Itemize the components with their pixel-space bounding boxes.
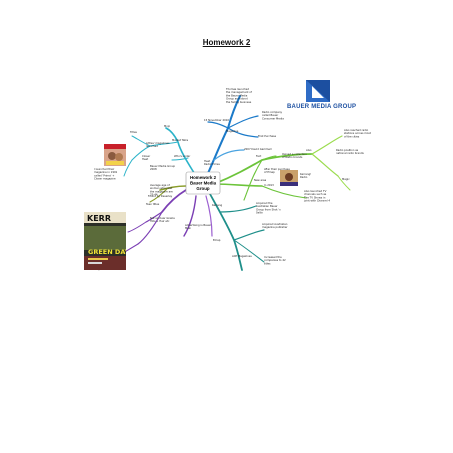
svg-text:KERR: KERR <box>87 214 111 223</box>
central-line: Group <box>196 186 209 191</box>
node-label-who: Who's under <box>174 154 191 158</box>
node-label-radio-station: Radio position as <box>336 148 359 152</box>
node-label-closer: Heat <box>142 157 148 161</box>
node-label-fact: Fact <box>256 154 261 158</box>
node-label-magic: stations across most <box>344 131 371 135</box>
node-label-kerrang: Kerrang <box>212 203 222 207</box>
node-label-audience: women who read <box>150 186 173 190</box>
node-label-women: I launched their <box>94 167 115 171</box>
node-label-takeover: Thomas launched <box>226 87 249 91</box>
node-label-takeover: the Bauer Media <box>226 93 248 97</box>
node-label-owns: of Radio brands <box>282 155 303 159</box>
node-label-teen: Teen titles <box>146 202 160 206</box>
node-label-grazia: Hills + Hair etc <box>150 219 170 223</box>
node-label-bauer-radio: 2008 <box>150 167 157 171</box>
node-label-closer: Closer <box>142 154 151 158</box>
node-label-first-purchase: First Purchase <box>258 134 276 138</box>
node-label-audience: 25-44 <box>150 193 158 197</box>
node-label-emap: Emap <box>213 238 221 242</box>
node-label-radio-co: Radio company <box>262 110 283 114</box>
node-label-launched: Littles' magazines <box>146 141 170 145</box>
node-label-kerrang-radio: Kerrang! <box>300 172 311 176</box>
node-label-titles-uk: Titles <box>130 130 138 134</box>
node-label-radio-co: Consumer Media <box>262 116 284 120</box>
node-label-tv: joint with Channel 4 <box>303 199 330 203</box>
radio-cover-image <box>280 170 298 186</box>
node-label-takeover: Group and stood <box>226 97 248 101</box>
node-label-women: called 'Prima' + <box>94 173 114 177</box>
node-label-takeover: the family business <box>226 100 252 104</box>
page-title: Homework 2 <box>202 38 251 47</box>
bauer-logo <box>284 79 357 122</box>
node-label-magic: Also reached radio <box>344 128 369 132</box>
node-label-magic: of the cities <box>344 134 360 138</box>
node-label-magazine: Magazine <box>226 129 239 133</box>
node-label-mother-baby: Radio Times <box>204 162 220 166</box>
node-label-nov2010: 15 November 2010 <box>204 118 229 122</box>
node-label-publication: Advertising is Bauer <box>185 223 212 227</box>
node-label-nz: companies to 42 <box>264 258 286 262</box>
node-label-audience: the magazine are <box>150 189 173 193</box>
bauer-logo-mark <box>306 80 330 102</box>
node-label-network: New area <box>254 178 267 182</box>
node-label-kerrang-radio: Radio <box>300 175 308 179</box>
node-label-in-2013: In 2013 <box>264 183 274 187</box>
node-label-tv: channels such as <box>304 192 327 196</box>
node-label-publication: Main <box>185 226 192 230</box>
node-label-radio-station: national radio brands <box>336 151 364 155</box>
node-label-grazia: Not so clear Grazia <box>150 216 175 220</box>
node-label-acquired: Group from Shot 'n <box>256 207 281 211</box>
node-label-acquired: Sellin <box>256 211 263 215</box>
central-line: Bauer Media <box>190 181 217 186</box>
node-label-tv: Also launched TV <box>304 189 327 193</box>
node-label-mother-baby: Heat <box>204 159 210 163</box>
node-label-2007: 2007 David Gammell <box>244 147 272 151</box>
node-label-main-site: After their purchase <box>264 167 290 171</box>
node-label-nz: Increased the <box>264 255 282 259</box>
closer-magazine-cover <box>104 144 126 166</box>
node-label-women: magazine in 1991 <box>94 170 118 174</box>
node-label-radio-co: called Bauer <box>262 113 279 117</box>
node-label-audience: Average age of <box>150 183 170 187</box>
node-label-acquired-aus: Acquired Australian <box>262 222 288 226</box>
svg-text:GREEN DAY: GREEN DAY <box>88 248 126 256</box>
node-label-also: Also <box>306 148 312 152</box>
node-label-mojo: Mojo <box>164 124 171 128</box>
node-label-tv: The TV Shows in <box>304 195 326 199</box>
node-label-acquired: Acquired the <box>256 201 273 205</box>
node-label-takeover: the management of <box>226 90 252 94</box>
central-topic: Homework 2 Bauer Media Group <box>185 171 221 195</box>
node-label-main-site: of Emap <box>264 170 275 174</box>
node-label-launched: launched <box>146 144 158 148</box>
central-line: Homework 2 <box>190 175 217 180</box>
bauer-logo-text: BAUER MEDIA GROUP <box>287 104 357 110</box>
node-label-bauer-radio: Bauer Media Group <box>150 164 175 168</box>
node-label-nz: titles <box>264 261 271 265</box>
node-label-acquired-aus: magazine publisher <box>262 225 288 229</box>
node-label-acquired: Australian Bauer <box>256 204 279 208</box>
node-label-acp: ACP Magazines <box>232 254 252 258</box>
node-label-owns: Owned a collection <box>282 152 307 156</box>
node-label-magic-label: Magic <box>342 177 350 181</box>
kerrang-magazine-cover: KERR GREEN DAY <box>84 212 130 270</box>
node-label-market: Market Talks <box>172 138 189 142</box>
node-label-women: Closer magazine <box>94 177 116 181</box>
node-label-forumby: Found by Deserley <box>148 194 173 198</box>
